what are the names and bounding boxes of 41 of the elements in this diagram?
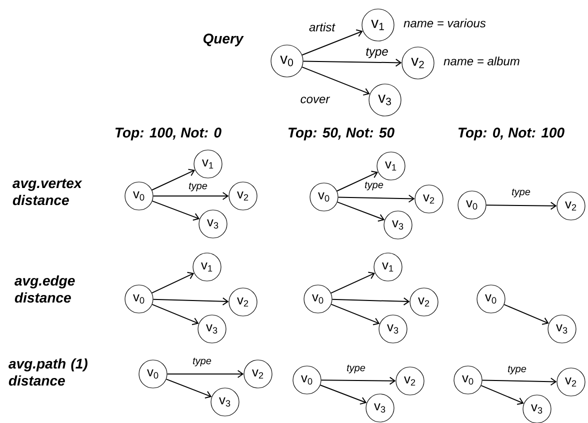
row-label: avg.edge distance	[14, 275, 75, 303]
attribute-label: name = various	[404, 18, 486, 28]
edge-label: type	[364, 181, 384, 191]
arrow	[332, 297, 410, 306]
arrow	[482, 378, 557, 386]
arrow	[330, 304, 380, 326]
column-heading: Top: 50, Not: 50	[288, 128, 394, 140]
column-heading: Top: 100, Not: 0	[115, 128, 222, 140]
query-heading: Query	[203, 34, 244, 46]
edge-label: type	[511, 188, 531, 198]
arrow	[152, 192, 229, 200]
edge-label: type	[346, 364, 366, 374]
arrow	[166, 370, 244, 378]
arrow	[320, 376, 396, 385]
arrow	[480, 385, 524, 405]
arrow	[336, 170, 378, 192]
arrow	[152, 200, 200, 221]
arrow	[151, 272, 194, 294]
arrow	[504, 304, 549, 325]
arrow	[152, 297, 229, 306]
edge-label: artist	[308, 22, 336, 32]
arrow	[336, 202, 385, 222]
edge-label: type	[365, 47, 389, 59]
arrow	[152, 304, 199, 326]
attribute-label: name = album	[444, 56, 520, 66]
arrow	[486, 202, 557, 210]
arrow	[330, 272, 375, 294]
edge-label: type	[188, 182, 208, 192]
row-label: avg.path (1) distance	[8, 358, 88, 386]
arrow	[302, 66, 370, 96]
edge-label: type	[507, 365, 527, 375]
arrow	[338, 194, 415, 203]
column-heading: Top: 0, Not: 100	[458, 128, 564, 140]
arrow	[166, 378, 212, 398]
arrow	[320, 384, 367, 405]
arrow	[151, 168, 196, 190]
edge-label: cover	[300, 96, 330, 104]
arrow	[302, 58, 402, 67]
row-label: avg.vertex distance	[12, 178, 82, 206]
arrow	[302, 29, 363, 56]
edge-label: type	[192, 357, 212, 367]
